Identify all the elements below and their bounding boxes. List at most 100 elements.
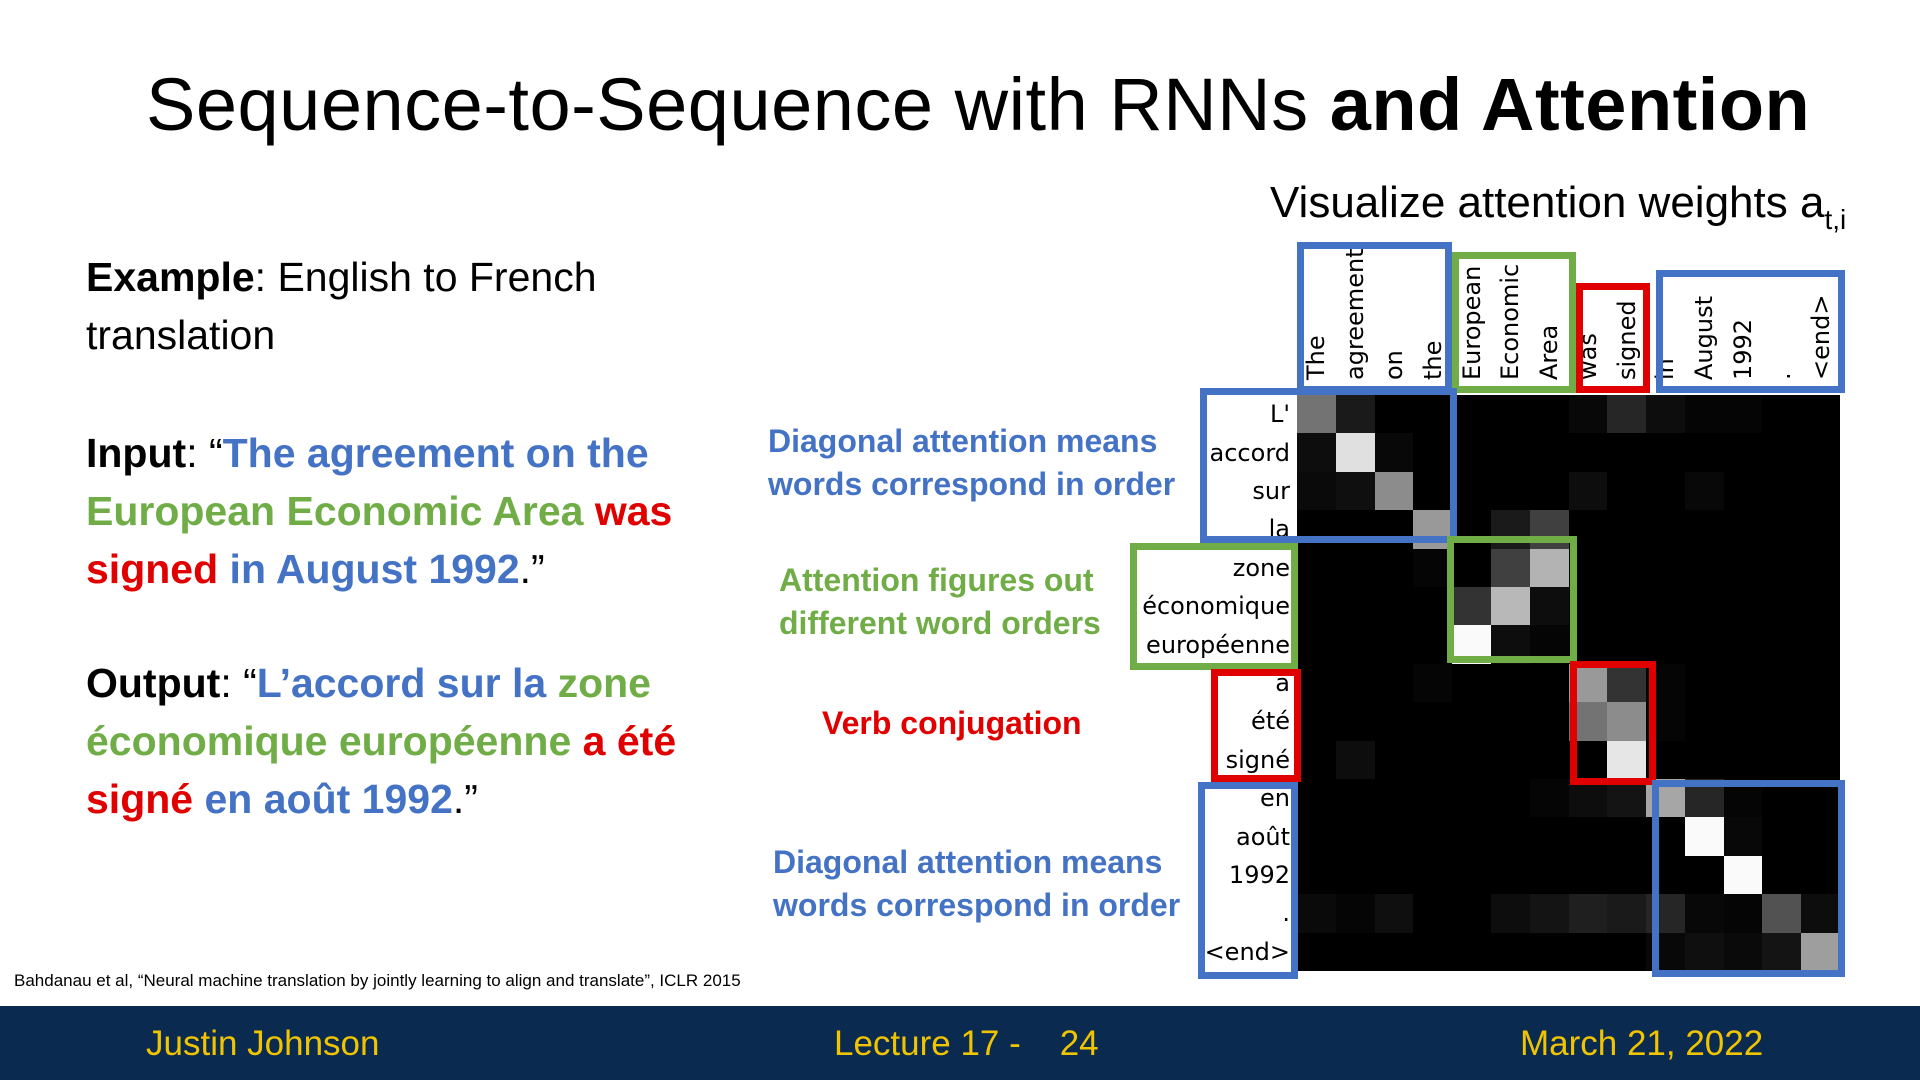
footer-author: Justin Johnson	[146, 1024, 380, 1063]
heatmap-cell	[1762, 894, 1802, 934]
heatmap-cell	[1646, 433, 1686, 473]
annotation-verb: Verb conjugation	[822, 702, 1082, 745]
heatmap-cell	[1646, 395, 1686, 434]
target-word-label: .	[1282, 899, 1290, 928]
heatmap-cell	[1568, 471, 1608, 511]
input-close-quote: .”	[519, 546, 545, 592]
heatmap-cell	[1490, 433, 1531, 473]
heatmap-cell	[1297, 740, 1337, 780]
example-text: : English to French translation	[86, 254, 597, 358]
heatmap-cell	[1529, 740, 1569, 780]
heatmap-cell	[1568, 433, 1608, 473]
heatmap-cell	[1801, 817, 1841, 857]
heatmap-cell	[1607, 855, 1647, 895]
heatmap-cell	[1607, 395, 1647, 434]
heatmap-cell	[1646, 587, 1686, 626]
target-word-label: européenne	[1146, 630, 1290, 659]
heatmap-cell	[1335, 932, 1376, 972]
heatmap-cell	[1374, 663, 1414, 703]
heatmap-cell	[1413, 855, 1453, 895]
heatmap-cell	[1374, 471, 1414, 511]
heatmap-cell	[1801, 702, 1841, 742]
heatmap-cell	[1413, 471, 1453, 511]
heatmap-cell	[1607, 702, 1647, 742]
heatmap-cell	[1335, 663, 1376, 703]
heatmap-cell	[1297, 663, 1337, 703]
target-box-green	[1130, 543, 1298, 670]
target-word-label: a	[1275, 669, 1290, 697]
annotation-diagonal-bottom: Diagonal attention means words correspon…	[773, 841, 1180, 927]
heatmap-cell	[1723, 894, 1763, 934]
heatmap-cell	[1646, 510, 1686, 550]
title-bold: and Attention	[1329, 63, 1811, 146]
heatmap-cell	[1607, 587, 1647, 626]
heatmap-cell	[1490, 740, 1531, 780]
heatmap-cell	[1762, 433, 1802, 473]
heatmap-cell	[1684, 702, 1725, 742]
annotation-word-order: Attention figures out different word ord…	[779, 559, 1101, 645]
heatmap-cell	[1490, 395, 1531, 434]
heatmap-cell	[1684, 932, 1725, 972]
heatmap-cell	[1297, 625, 1337, 665]
heatmap-cell	[1801, 510, 1841, 550]
heatmap-cell	[1297, 817, 1337, 857]
heatmap-cell	[1413, 894, 1453, 934]
heatmap-cell	[1801, 395, 1841, 434]
diagonal-box-bottom	[1652, 780, 1845, 977]
heatmap-cell	[1413, 625, 1453, 665]
heatmap-cell	[1723, 471, 1763, 511]
footer-bar	[0, 1006, 1920, 1080]
citation: Bahdanau et al, “Neural machine translat…	[14, 971, 741, 990]
heatmap-cell	[1723, 855, 1763, 895]
footer-page-number: 24	[1059, 1024, 1099, 1063]
heatmap-cell	[1723, 587, 1763, 626]
heatmap-cell	[1529, 779, 1569, 818]
heatmap-cell	[1452, 433, 1492, 473]
heatmap-cell	[1607, 510, 1647, 550]
heatmap-cell	[1529, 702, 1569, 742]
heatmap-cell	[1490, 471, 1531, 511]
heatmap-cell	[1568, 855, 1608, 895]
heatmap-cell	[1723, 932, 1763, 972]
heatmap-cell	[1413, 817, 1453, 857]
heatmap-cell	[1297, 395, 1337, 434]
heatmap-cell	[1568, 894, 1608, 934]
heatmap-cell	[1335, 625, 1376, 665]
heatmap-cell	[1801, 740, 1841, 780]
heatmap-cell	[1529, 894, 1569, 934]
annotation-line: different word orders	[779, 605, 1101, 641]
heatmap-cell	[1801, 625, 1841, 665]
heatmap-cell	[1374, 395, 1414, 434]
heatmap-cell	[1762, 702, 1802, 742]
output-open-quote: : “	[220, 660, 257, 706]
input-phrase-3: was signed	[86, 488, 673, 592]
heatmap-cell	[1413, 663, 1453, 703]
heatmap-cell	[1684, 395, 1725, 434]
input-block: Input: “The agreement on the European Ec…	[86, 424, 726, 598]
heatmap-cell	[1801, 932, 1841, 972]
target-word-label: zone	[1232, 553, 1290, 582]
heatmap-cell	[1723, 395, 1763, 434]
heatmap-cell	[1684, 471, 1725, 511]
heatmap-cell	[1529, 548, 1569, 588]
example-label: Example	[86, 254, 255, 300]
heatmap-cell	[1374, 433, 1414, 473]
heatmap-cell	[1490, 855, 1531, 895]
heatmap-cell	[1607, 548, 1647, 588]
heatmap-cell	[1762, 855, 1802, 895]
target-word-label: août	[1235, 822, 1290, 851]
annotation-line: Diagonal attention means	[768, 423, 1158, 459]
heatmap-cell	[1374, 548, 1414, 588]
target-box-red	[1211, 669, 1301, 782]
heatmap-cell	[1297, 548, 1337, 588]
heatmap-cell	[1723, 663, 1763, 703]
heatmap-cell	[1529, 471, 1569, 511]
heatmap-cell	[1529, 817, 1569, 857]
annotation-line: words correspond in order	[768, 466, 1176, 502]
footer-lecture-label: Lecture 17 -	[834, 1024, 1021, 1063]
annotation-line: Verb conjugation	[822, 705, 1082, 741]
heatmap-cell	[1646, 625, 1686, 665]
heatmap-cell	[1723, 740, 1763, 780]
output-phrase-3: a été signé	[86, 718, 677, 822]
heatmap-cell	[1374, 894, 1414, 934]
